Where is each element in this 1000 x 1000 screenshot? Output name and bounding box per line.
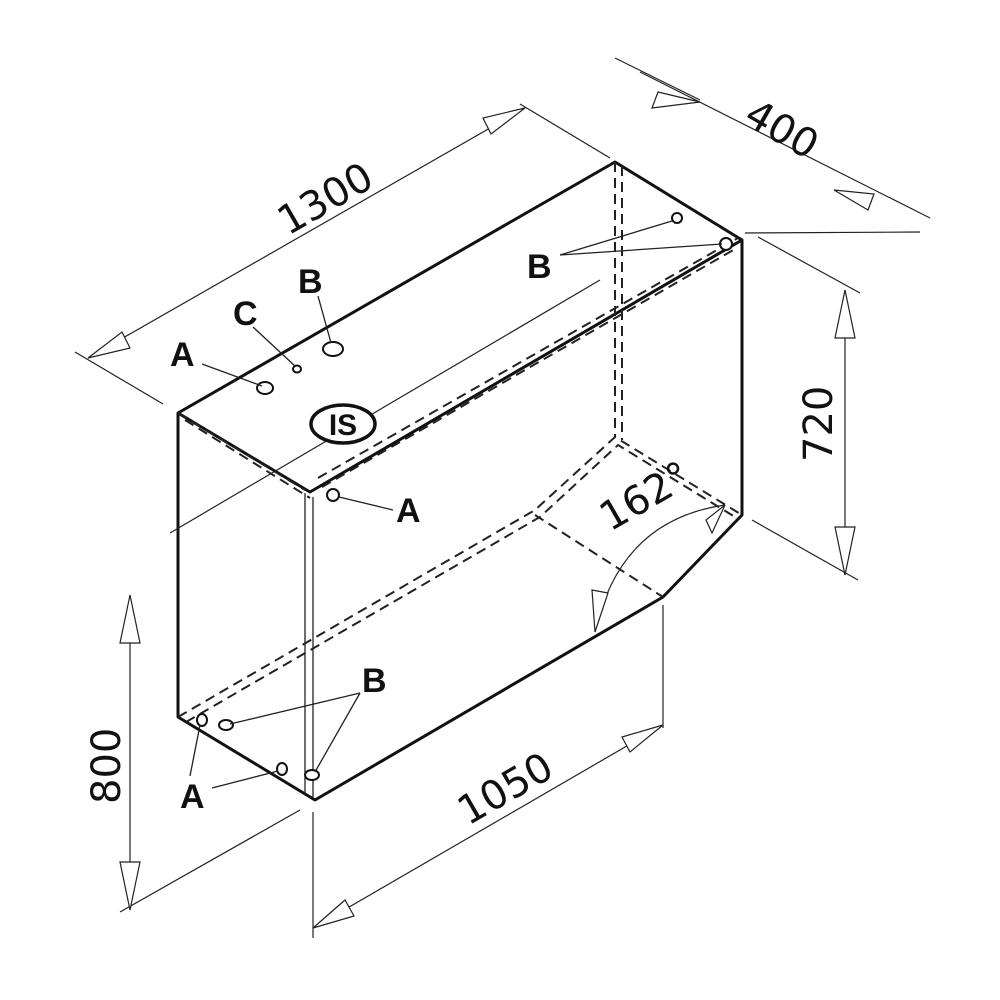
- port-a-front: [326, 488, 340, 502]
- dimension-angle: 162°: [591, 453, 726, 633]
- port-a-top: [256, 381, 274, 395]
- tank-top-face: [176, 160, 744, 494]
- port-b-bottom-left: [218, 719, 234, 731]
- label-a-bottom: A: [180, 778, 205, 816]
- port-labels: A C B B A B A: [170, 248, 552, 816]
- arrowhead: [834, 526, 856, 576]
- dimension-720: 720: [796, 289, 856, 576]
- arrowhead: [833, 189, 875, 211]
- dimension-800: 800: [84, 594, 141, 911]
- arrowhead: [591, 589, 609, 633]
- dim-height-front-label: 800: [84, 728, 130, 804]
- port-b-bottom: [304, 769, 320, 781]
- tank-front-outline: [176, 240, 744, 802]
- label-b-top: B: [298, 263, 323, 301]
- arrowhead: [119, 594, 141, 644]
- dimension-1050: 1050: [312, 724, 664, 929]
- dimension-400: 400: [639, 71, 931, 219]
- port-a-bottom-left: [196, 713, 208, 727]
- port-b-top: [322, 341, 344, 357]
- arrowhead: [482, 107, 526, 135]
- tank-hidden-edges: [177, 162, 743, 723]
- dim-height-back-label: 720: [796, 386, 842, 462]
- arrowhead: [834, 289, 856, 339]
- ports: [196, 212, 733, 781]
- arrowhead: [87, 331, 131, 359]
- leader-lines: [189, 220, 723, 789]
- arrowhead: [651, 91, 701, 109]
- dim-angle-label: 162°: [592, 453, 698, 541]
- dim-depth-label: 400: [737, 91, 826, 169]
- arrowhead: [705, 504, 726, 535]
- label-c-top: C: [233, 295, 258, 333]
- label-b-top-right: B: [527, 248, 552, 286]
- dimension-1300: 1300: [87, 107, 526, 359]
- port-a-bottom: [276, 762, 288, 776]
- port-b-top-right-1: [671, 212, 683, 224]
- extension-lines: [74, 57, 921, 938]
- port-c-top: [292, 364, 302, 374]
- is-logo: IS: [309, 403, 377, 445]
- logo-text: IS: [329, 409, 357, 442]
- label-a-top: A: [170, 336, 195, 374]
- arrowhead: [119, 861, 141, 911]
- dim-bottom-length-label: 1050: [450, 744, 561, 835]
- dim-length-label: 1300: [270, 154, 381, 245]
- arrowhead: [312, 899, 355, 929]
- arrowhead: [621, 724, 664, 753]
- label-a-front: A: [396, 492, 421, 530]
- label-b-bottom: B: [362, 662, 387, 700]
